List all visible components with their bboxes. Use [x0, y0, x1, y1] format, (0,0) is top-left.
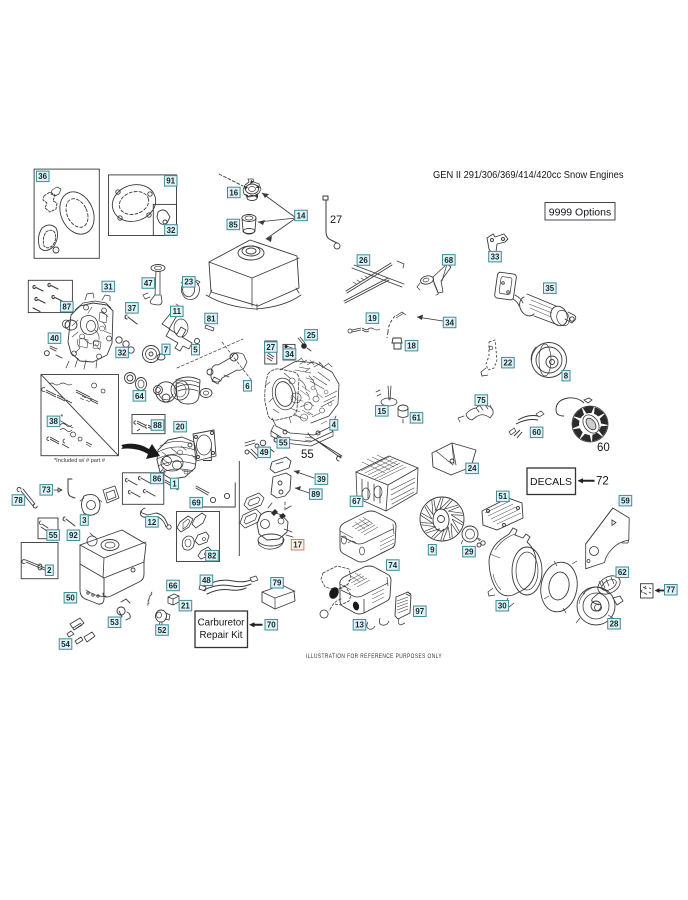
svg-text:59: 59	[621, 497, 630, 506]
svg-text:DECALS: DECALS	[530, 476, 572, 488]
svg-text:GEN II 291/306/369/414/420cc S: GEN II 291/306/369/414/420cc Snow Engine…	[433, 169, 624, 181]
svg-text:18: 18	[407, 342, 416, 351]
svg-text:30: 30	[498, 602, 507, 611]
svg-text:13: 13	[355, 621, 364, 630]
svg-text:9: 9	[430, 546, 435, 555]
svg-text:17: 17	[293, 541, 302, 550]
svg-text:39: 39	[317, 475, 326, 484]
svg-text:55: 55	[49, 531, 58, 540]
svg-text:6: 6	[245, 382, 250, 391]
svg-text:20: 20	[176, 423, 185, 432]
svg-text:37: 37	[128, 304, 137, 313]
svg-text:49: 49	[260, 448, 269, 457]
svg-text:60: 60	[597, 442, 610, 454]
svg-text:*: *	[61, 414, 64, 421]
svg-text:91: 91	[166, 177, 175, 186]
svg-text:33: 33	[491, 253, 500, 262]
svg-text:67: 67	[352, 497, 361, 506]
svg-text:23: 23	[184, 278, 193, 287]
svg-text:62: 62	[618, 568, 627, 577]
svg-text:25: 25	[307, 331, 316, 340]
svg-text:52: 52	[158, 626, 167, 635]
svg-text:55: 55	[301, 449, 314, 461]
svg-text:29: 29	[465, 548, 474, 557]
svg-text:92: 92	[69, 531, 78, 540]
svg-text:78: 78	[14, 496, 23, 505]
svg-text:4: 4	[332, 421, 337, 430]
svg-text:28: 28	[610, 620, 619, 629]
svg-text:27: 27	[330, 214, 342, 226]
svg-text:79: 79	[273, 579, 282, 588]
svg-text:82: 82	[208, 552, 217, 561]
svg-text:21: 21	[181, 602, 190, 611]
svg-text:7: 7	[164, 345, 169, 354]
svg-text:9999 Options: 9999 Options	[549, 207, 611, 219]
svg-text:22: 22	[504, 359, 513, 368]
svg-text:61: 61	[412, 414, 421, 423]
svg-text:34: 34	[285, 350, 294, 359]
svg-text:40: 40	[50, 334, 59, 343]
svg-text:48: 48	[202, 576, 211, 585]
svg-text:8: 8	[564, 372, 569, 381]
svg-text:5: 5	[193, 346, 198, 355]
svg-text:12: 12	[148, 518, 157, 527]
svg-text:3: 3	[82, 516, 87, 525]
svg-text:51: 51	[498, 492, 507, 501]
svg-text:75: 75	[477, 396, 486, 405]
svg-text:32: 32	[167, 226, 176, 235]
svg-text:27: 27	[266, 343, 275, 352]
svg-text:50: 50	[66, 594, 75, 603]
svg-text:2: 2	[47, 566, 52, 575]
svg-text:72: 72	[596, 476, 609, 488]
svg-text:60: 60	[532, 428, 541, 437]
svg-text:85: 85	[229, 220, 238, 229]
svg-text:14: 14	[297, 211, 306, 220]
svg-text:55: 55	[279, 439, 288, 448]
svg-text:54: 54	[61, 640, 70, 649]
svg-text:24: 24	[468, 464, 477, 473]
svg-text:77: 77	[666, 586, 675, 595]
svg-text:89: 89	[311, 490, 320, 499]
svg-text:36: 36	[38, 172, 47, 181]
svg-text:15: 15	[377, 407, 386, 416]
svg-text:97: 97	[415, 607, 424, 616]
svg-text:26: 26	[359, 256, 368, 265]
svg-text:81: 81	[207, 314, 216, 323]
svg-text:87: 87	[62, 303, 71, 312]
svg-text:86: 86	[153, 474, 162, 483]
svg-text:16: 16	[229, 188, 238, 197]
svg-text:Repair Kit: Repair Kit	[199, 630, 242, 641]
svg-text:73: 73	[42, 486, 51, 495]
svg-text:74: 74	[388, 561, 397, 570]
svg-text:35: 35	[545, 284, 554, 293]
svg-text:31: 31	[104, 282, 113, 291]
svg-text:64: 64	[135, 392, 144, 401]
svg-text:53: 53	[110, 618, 119, 627]
svg-text:88: 88	[153, 421, 162, 430]
svg-text:70: 70	[267, 621, 276, 630]
svg-text:32: 32	[118, 348, 127, 357]
svg-text:69: 69	[192, 499, 201, 508]
svg-text:66: 66	[169, 581, 178, 590]
svg-text:Carburetor: Carburetor	[198, 618, 246, 629]
svg-text:38: 38	[49, 417, 58, 426]
svg-text:11: 11	[173, 307, 182, 316]
svg-text:1: 1	[172, 479, 177, 488]
svg-text:47: 47	[144, 279, 153, 288]
svg-text:ILLUSTRATION FOR REFERENCE PUR: ILLUSTRATION FOR REFERENCE PURPOSES ONLY	[306, 654, 442, 660]
svg-text:19: 19	[368, 314, 377, 323]
svg-text:34: 34	[445, 318, 454, 327]
svg-text:*Included w/ # part #: *Included w/ # part #	[54, 458, 106, 464]
svg-text:68: 68	[444, 256, 453, 265]
